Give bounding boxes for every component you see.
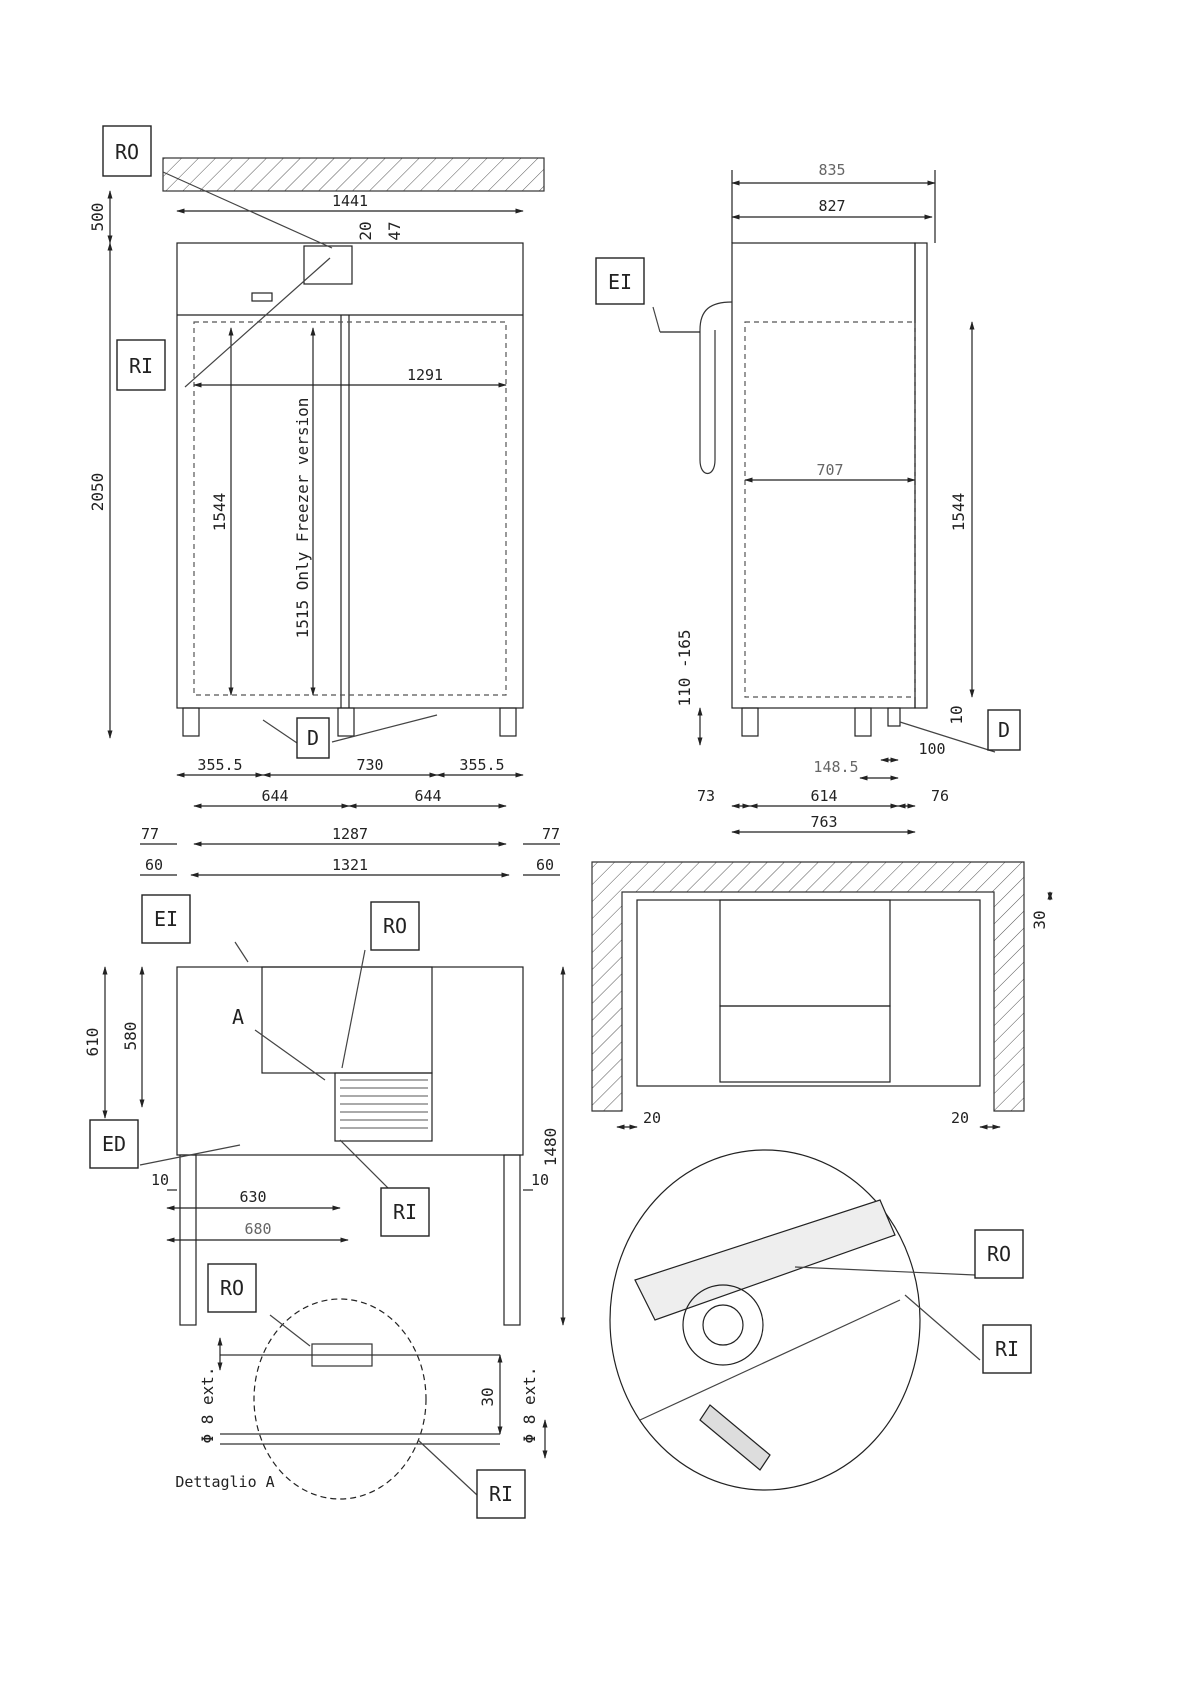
label-ei-side: EI	[608, 270, 632, 294]
dim-614: 614	[810, 787, 837, 805]
dim-20: 20	[356, 221, 375, 240]
dim-10-side: 10	[947, 705, 966, 724]
dim-30-detail: 30	[478, 1387, 497, 1406]
label-ro-top: RO	[383, 914, 407, 938]
pipe-diameter-right: Φ 8 ext.	[520, 1366, 539, 1443]
dim-110-165: 110 -165	[675, 629, 694, 706]
label-ed: ED	[102, 1132, 126, 1156]
wall-hatch-top	[163, 158, 544, 191]
detail-a-title: Dettaglio A	[175, 1473, 274, 1491]
dim-2050: 2050	[88, 473, 107, 512]
dim-76: 76	[931, 787, 949, 805]
dim-763: 763	[810, 813, 837, 831]
side-view	[653, 170, 995, 832]
dim-827: 827	[818, 197, 845, 215]
dim-355-left: 355.5	[197, 756, 242, 774]
label-ri-detail: RI	[489, 1482, 513, 1506]
dim-1291: 1291	[407, 366, 443, 384]
dim-20-right: 20	[951, 1109, 969, 1127]
dim-580: 580	[121, 1022, 140, 1051]
dim-1441: 1441	[332, 192, 368, 210]
dim-644-right: 644	[414, 787, 441, 805]
label-d-side: D	[998, 718, 1010, 742]
label-a: A	[232, 1005, 244, 1029]
dim-1480: 1480	[541, 1128, 560, 1167]
dim-10-right: 10	[531, 1171, 549, 1189]
top-view	[105, 942, 563, 1325]
label-ei-top: EI	[154, 907, 178, 931]
dim-77-right: 77	[542, 825, 560, 843]
photo-detail-view	[610, 1150, 980, 1490]
label-ro-detail: RO	[220, 1276, 244, 1300]
dim-1287: 1287	[332, 825, 368, 843]
inner-dashed-side	[745, 322, 915, 697]
cabinet-top	[177, 967, 523, 1155]
dim-644-left: 644	[261, 787, 288, 805]
dim-60-left: 60	[145, 856, 163, 874]
label-d-front: D	[307, 726, 319, 750]
label-ri-top: RI	[393, 1200, 417, 1224]
dim-355-right: 355.5	[459, 756, 504, 774]
dim-630: 630	[239, 1188, 266, 1206]
dim-1321: 1321	[332, 856, 368, 874]
inner-dashed-front	[194, 322, 506, 695]
dim-707: 707	[816, 461, 843, 479]
dim-1544-front: 1544	[210, 493, 229, 532]
dim-60-right: 60	[536, 856, 554, 874]
dim-680: 680	[244, 1220, 271, 1238]
dim-20-left: 20	[643, 1109, 661, 1127]
dim-10-left: 10	[151, 1171, 169, 1189]
freezer-note: 1515 Only Freezer version	[293, 398, 312, 639]
detail-a-circle	[254, 1299, 426, 1499]
dim-77-left: 77	[141, 825, 159, 843]
dim-30-installed: 30	[1030, 910, 1049, 929]
dim-47: 47	[385, 221, 404, 240]
dim-73: 73	[697, 787, 715, 805]
dim-100: 100	[918, 740, 945, 758]
cabinet-front	[177, 243, 523, 708]
installed-view	[592, 862, 1050, 1127]
dim-500: 500	[88, 203, 107, 232]
pipe-diameter-left: Φ 8 ext.	[198, 1366, 217, 1443]
cabinet-installed	[637, 900, 980, 1086]
label-ri-photo: RI	[995, 1337, 1019, 1361]
dim-148-5: 148.5	[813, 758, 858, 776]
label-ro-photo: RO	[987, 1242, 1011, 1266]
label-ro-front: RO	[115, 140, 139, 164]
dim-835: 835	[818, 161, 845, 179]
label-ri-front: RI	[129, 354, 153, 378]
dim-1544-side: 1544	[949, 493, 968, 532]
dim-610: 610	[83, 1028, 102, 1057]
dim-730: 730	[356, 756, 383, 774]
